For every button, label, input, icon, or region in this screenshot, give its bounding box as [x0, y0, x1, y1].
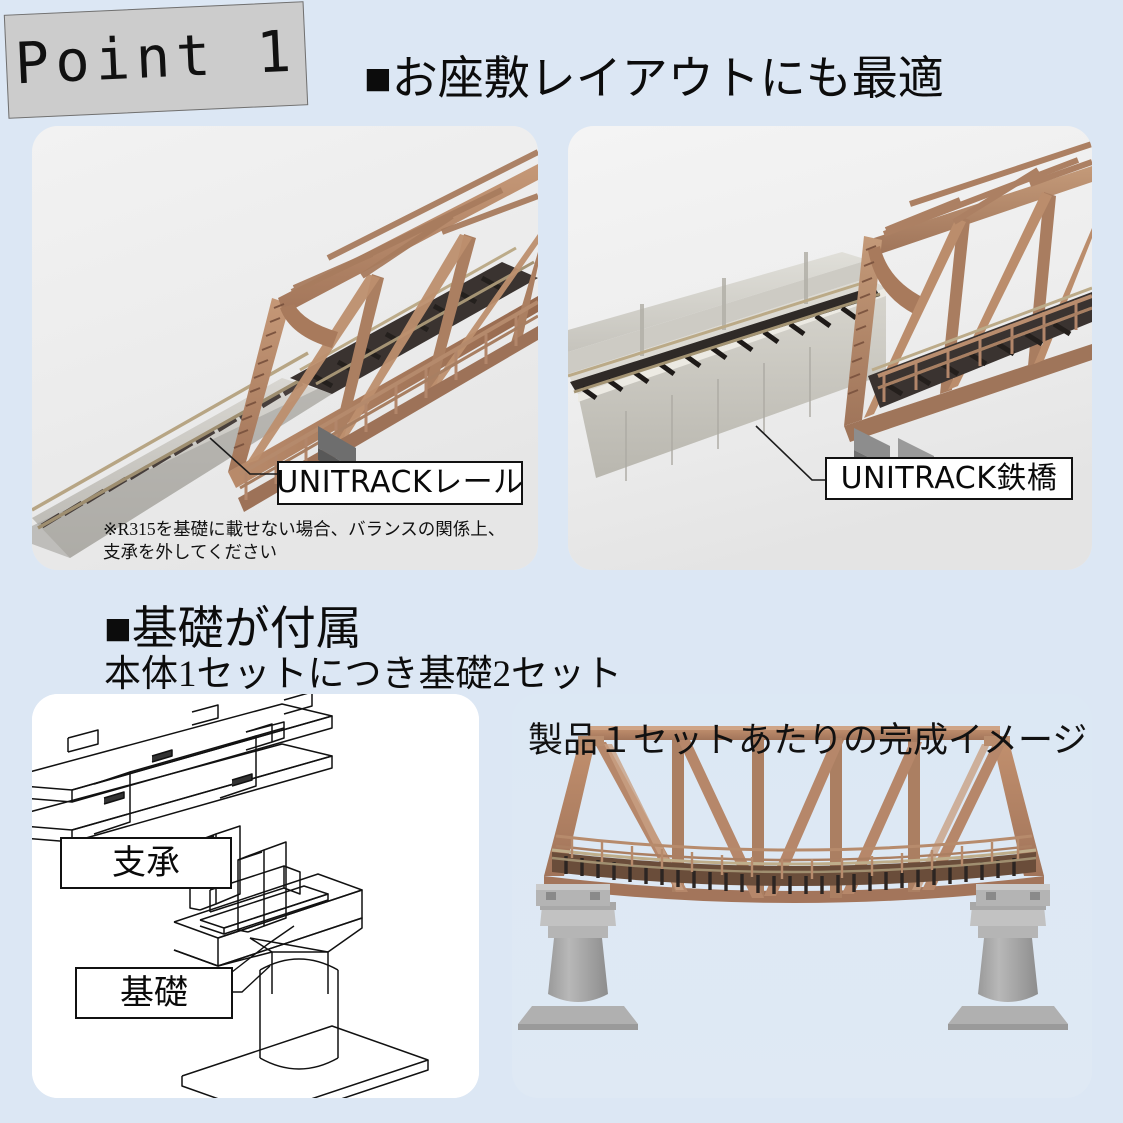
photo-panel-unitrack-rail: [32, 126, 538, 570]
heading-layout: ■お座敷レイアウトにも最適: [364, 53, 944, 104]
pier-right: [948, 902, 1068, 1030]
footnote-line-1: ※R315を基礎に載せない場合、バランスの関係上、: [103, 519, 506, 539]
render-panel-caption: 製品１セットあたりの完成イメージ: [528, 721, 1088, 760]
callout-unitrack-tekkyo-label: UNITRACK鉄橋: [840, 460, 1058, 496]
footnote-line-2: 支承を外してください: [103, 542, 277, 563]
leader-line-unitrack-tekkyo: [755, 425, 864, 481]
heading-base-subtitle: 本体1セットにつき基礎2セット: [104, 654, 622, 695]
callout-unitrack-tekkyo: UNITRACK鉄橋: [825, 457, 1073, 500]
point-banner-label: Point 1: [13, 18, 299, 98]
render-panel-completed-bridge: [512, 694, 1092, 1098]
pier-bearing-line-art: [32, 694, 479, 1098]
callout-foundation: 基礎: [75, 967, 233, 1019]
point-banner: Point 1: [3, 1, 309, 119]
callout-foundation-label: 基礎: [120, 973, 188, 1013]
truss-bridge-elevation: [536, 726, 1050, 906]
footnote-r315: ※R315を基礎に載せない場合、バランスの関係上、 支承を外してください: [103, 518, 523, 564]
photo-panel-unitrack-tekkyo: [568, 126, 1092, 570]
heading-base-included: ■基礎が付属: [104, 603, 362, 654]
callout-bearing: 支承: [60, 837, 232, 889]
pier-left: [518, 902, 638, 1030]
callout-unitrack-rail: UNITRACKレール: [276, 461, 524, 505]
callout-bearing-label: 支承: [112, 843, 180, 883]
callout-unitrack-rail-label: UNITRACKレール: [276, 465, 524, 500]
leader-line-unitrack-rail: [209, 437, 278, 475]
diagram-panel-pier: [32, 694, 479, 1098]
completed-bridge-render: [512, 694, 1092, 1098]
